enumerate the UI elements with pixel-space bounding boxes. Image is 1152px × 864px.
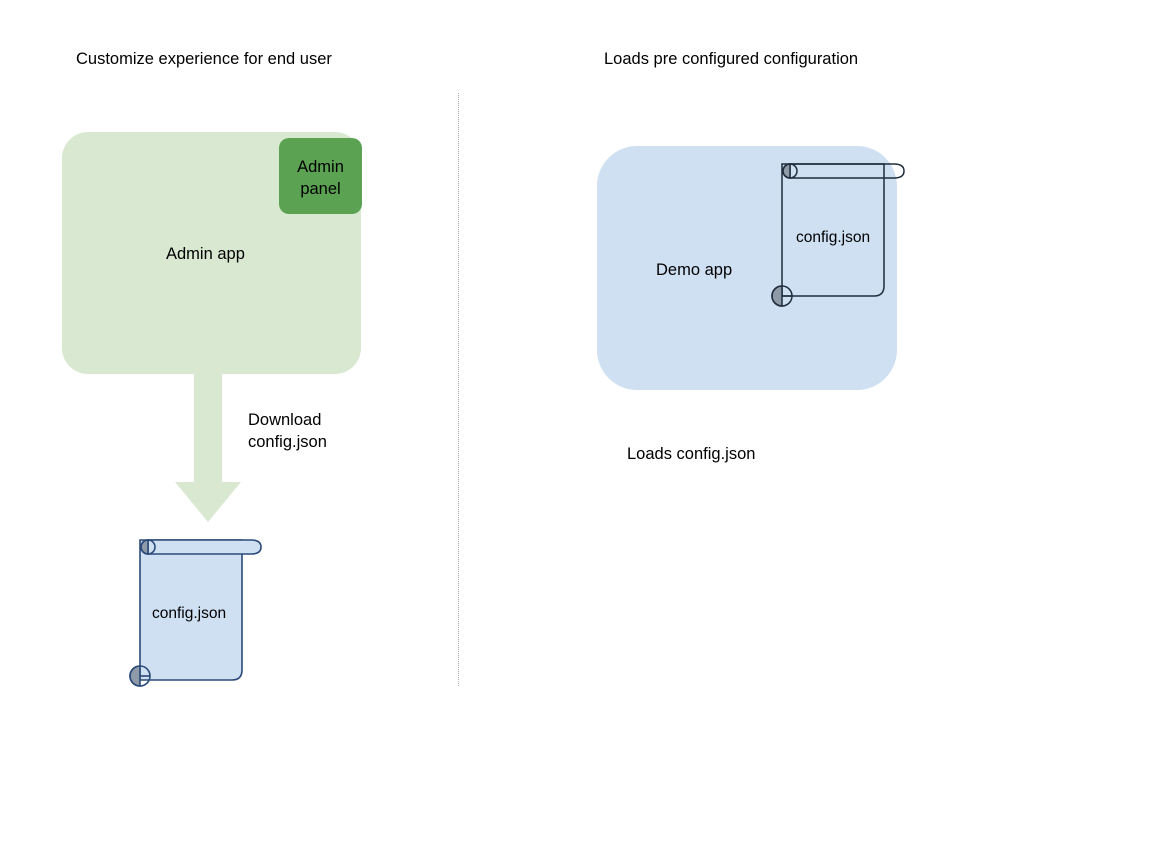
right-column-title: Loads pre configured configuration	[604, 50, 859, 68]
column-divider	[458, 93, 459, 686]
config-json-document-left	[120, 528, 270, 688]
demo-app-label: Demo app	[656, 261, 733, 279]
config-json-document-right-label: config.json	[796, 229, 871, 246]
config-json-document-left-label: config.json	[152, 605, 227, 622]
download-arrow-label: Download config.json	[248, 409, 327, 453]
scroll-glyph-right	[771, 163, 905, 307]
loads-config-caption: Loads config.json	[627, 445, 756, 463]
download-arrow-glyph	[175, 370, 241, 522]
admin-panel-badge-label: Admin panel	[279, 156, 362, 200]
download-arrow-label-line2: config.json	[248, 433, 327, 451]
scroll-glyph-left	[129, 539, 262, 687]
admin-app-label: Admin app	[166, 245, 245, 263]
left-column-title: Customize experience for end user	[76, 50, 332, 68]
download-arrow-label-line1: Download	[248, 411, 322, 429]
config-json-document-right	[770, 152, 920, 312]
demo-app-box	[597, 146, 897, 390]
admin-panel-badge[interactable]: Admin panel	[279, 138, 362, 214]
download-arrow	[172, 370, 244, 525]
admin-panel-badge-label-line1: Admin	[297, 158, 344, 176]
admin-panel-badge-label-line2: panel	[300, 180, 341, 198]
